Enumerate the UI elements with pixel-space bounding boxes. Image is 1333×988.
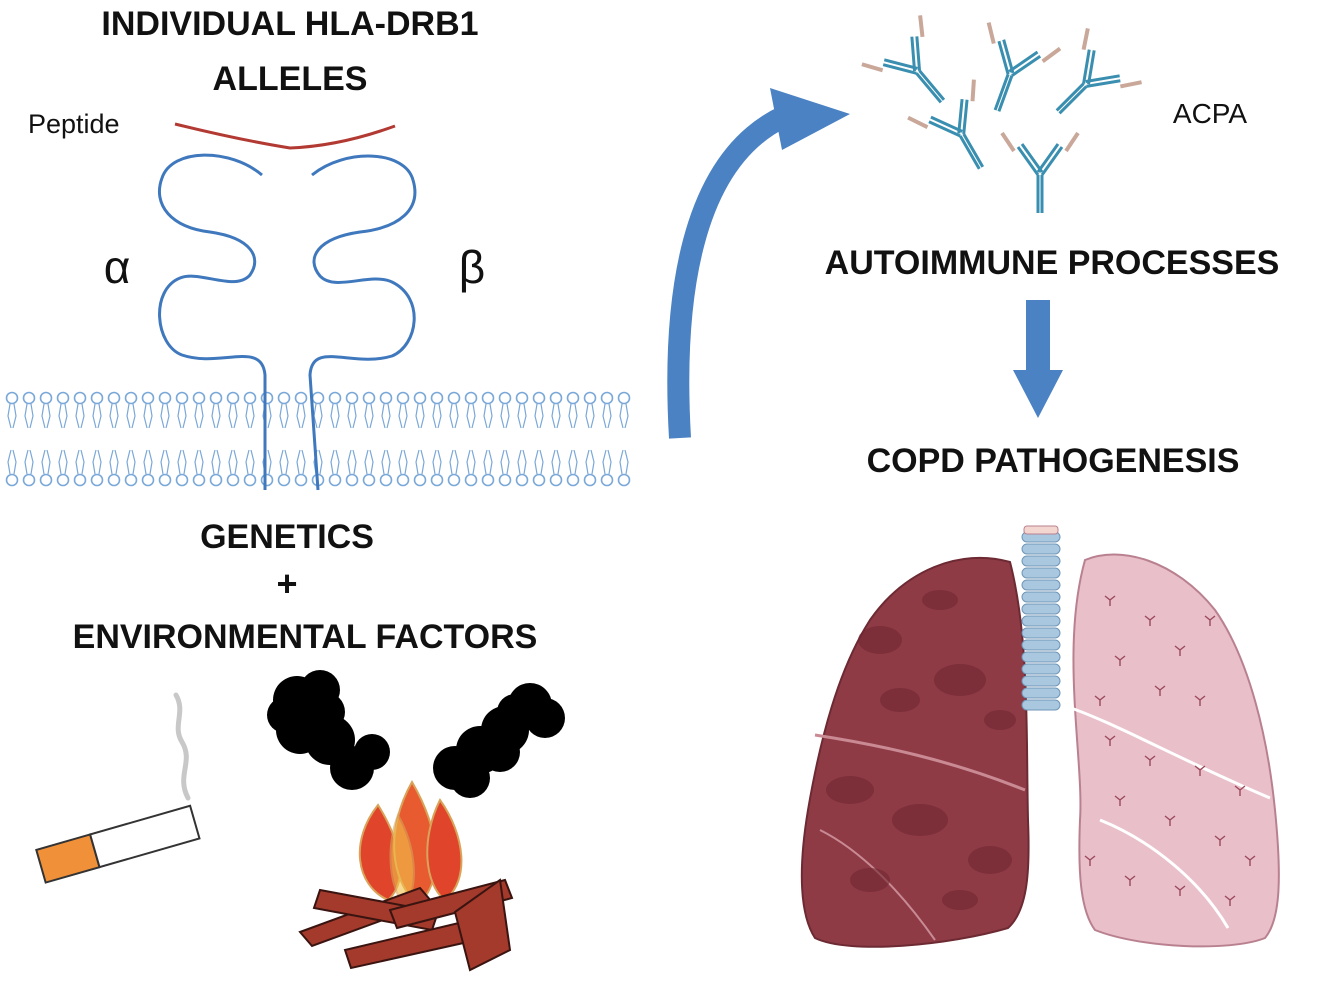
lipid-pair (22, 391, 36, 487)
acpa-antibodies (861, 15, 1142, 213)
lipid-pair (73, 391, 87, 487)
cell-membrane (5, 391, 631, 487)
alpha-label: α (104, 241, 131, 293)
lipid-pair (396, 391, 410, 487)
lipid-pair (549, 391, 563, 487)
title-line-1: INDIVIDUAL HLA-DRB1 (101, 5, 478, 43)
down-arrow (1013, 300, 1063, 418)
lipid-pair (566, 391, 580, 487)
diseased-lung (800, 556, 1030, 948)
antibody (1000, 131, 1080, 213)
smoke-cloud-right (433, 683, 565, 798)
peptide-label: Peptide (28, 109, 120, 139)
copd-pathogenesis-label: COPD PATHOGENESIS (867, 442, 1240, 480)
lipid-pair (39, 391, 53, 487)
lipid-pair (124, 391, 138, 487)
lipid-pair (600, 391, 614, 487)
smoke-cloud-left (267, 670, 390, 790)
curved-arrow (667, 88, 850, 439)
acpa-label: ACPA (1173, 98, 1247, 129)
alpha-chain (158, 153, 267, 490)
title-line-2: ALLELES (213, 60, 368, 98)
cigarette (35, 804, 201, 884)
beta-chain (308, 154, 417, 491)
lung-blotches (826, 590, 1016, 910)
lipid-pair (413, 391, 427, 487)
lipid-pair (515, 391, 529, 487)
lipid-pair (226, 391, 240, 487)
antibody (986, 22, 1062, 112)
peptide-strand (174, 122, 396, 150)
lipid-pair (362, 391, 376, 487)
lipid-pair (5, 391, 19, 487)
lipid-pair (532, 391, 546, 487)
healthy-lung (1072, 553, 1280, 948)
lipid-pair (294, 391, 308, 487)
trachea (1021, 525, 1061, 711)
environmental-factors-label: ENVIRONMENTAL FACTORS (73, 618, 538, 656)
lipid-pair (328, 391, 342, 487)
plus-sign: + (276, 563, 297, 604)
genetics-label: GENETICS (200, 518, 374, 556)
lipid-pair (158, 391, 172, 487)
lipid-pair (243, 391, 257, 487)
lipid-pair (481, 391, 495, 487)
lipid-pair (464, 391, 478, 487)
lipid-pair (498, 391, 512, 487)
campfire-flames (358, 779, 463, 907)
lipid-pair (379, 391, 393, 487)
hla-dr-molecule (158, 153, 417, 491)
lungs-illustration (800, 525, 1280, 948)
campfire-logs (298, 878, 514, 972)
lipid-pair (56, 391, 70, 487)
lipid-pair (345, 391, 359, 487)
antibody (1055, 28, 1142, 115)
lipid-pair (209, 391, 223, 487)
lipid-pair (430, 391, 444, 487)
lipid-pair (107, 391, 121, 487)
antibody (861, 15, 946, 104)
lipid-pair (447, 391, 461, 487)
lipid-pair (277, 391, 291, 487)
lipid-pair (583, 391, 597, 487)
antibody (907, 79, 985, 170)
lipid-pair (141, 391, 155, 487)
lipid-pair (90, 391, 104, 487)
lung-veins (1084, 595, 1256, 906)
cigarette-smoke (173, 692, 191, 801)
beta-label: β (459, 241, 485, 293)
lipid-pair (260, 391, 274, 487)
lipid-pair (175, 391, 189, 487)
lipid-pair (192, 391, 206, 487)
lipid-pair (617, 391, 631, 487)
autoimmune-processes-label: AUTOIMMUNE PROCESSES (825, 244, 1280, 282)
